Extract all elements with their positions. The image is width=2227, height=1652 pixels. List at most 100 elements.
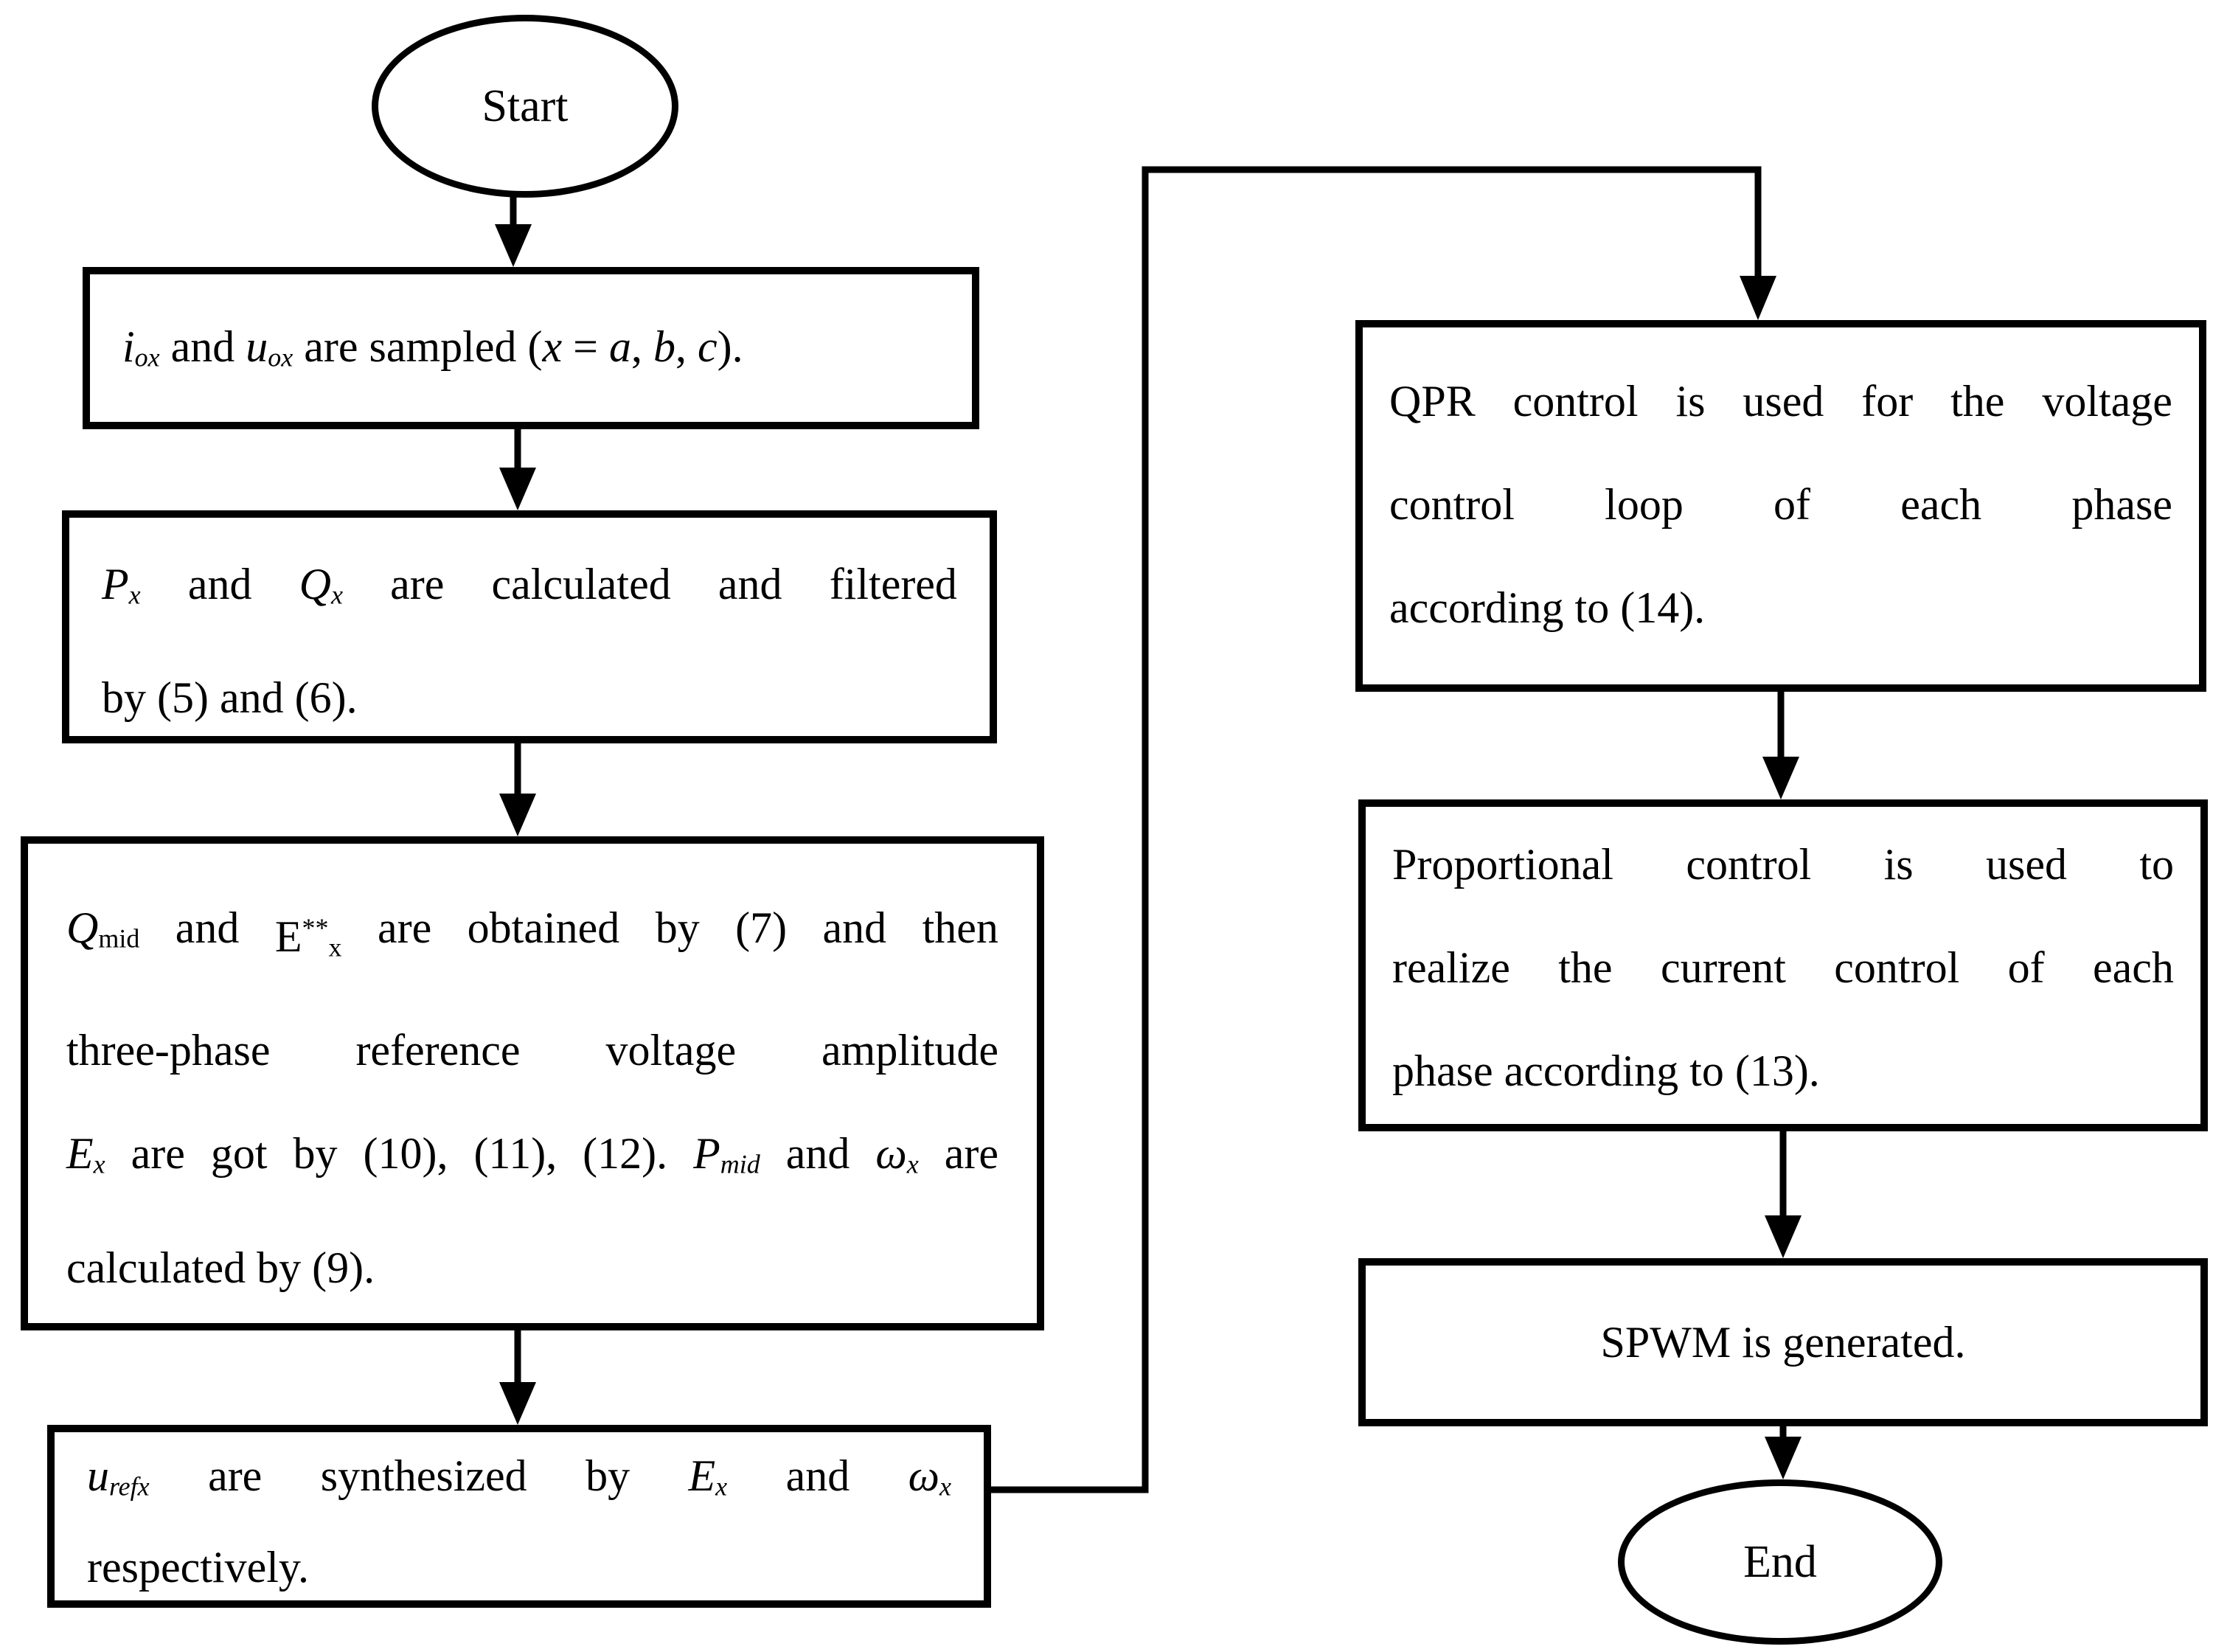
word: filtered xyxy=(829,560,957,608)
word: amplitude xyxy=(821,1026,998,1075)
word: (14). xyxy=(1620,583,1706,632)
word: by xyxy=(293,1129,338,1179)
word: loop xyxy=(1605,480,1684,529)
arrow-start-to-sampling xyxy=(495,195,532,267)
word: SPWM xyxy=(1600,1318,1731,1367)
word: by xyxy=(257,1243,302,1292)
word: b, xyxy=(653,322,687,371)
word: and xyxy=(175,903,240,952)
word: got xyxy=(210,1129,268,1179)
word: to xyxy=(1574,583,1610,632)
word: Proportional xyxy=(1392,840,1613,889)
word: and xyxy=(822,903,887,952)
word: Px xyxy=(102,560,141,610)
word: sampled xyxy=(369,322,517,371)
word: three-phase xyxy=(66,1026,271,1075)
word: then xyxy=(922,903,998,952)
arrow-qmid-to-uref xyxy=(499,1330,536,1425)
arrow-power-to-qmid xyxy=(499,743,536,836)
word: reference xyxy=(355,1026,521,1075)
word: ωx xyxy=(908,1451,951,1502)
word: and xyxy=(219,673,284,723)
word: E**x xyxy=(274,912,342,962)
word: phase xyxy=(2071,480,2172,529)
word: Ex xyxy=(688,1451,728,1502)
word: and xyxy=(718,560,782,608)
word: iox xyxy=(122,322,160,372)
word: QPR xyxy=(1389,377,1476,426)
word: by xyxy=(586,1451,630,1500)
word: Ex xyxy=(66,1129,105,1179)
word: by xyxy=(102,673,146,723)
word: are xyxy=(304,322,358,371)
word: used xyxy=(1743,377,1824,426)
word: of xyxy=(1773,480,1811,529)
word: to xyxy=(2139,840,2174,889)
word: (6). xyxy=(294,673,358,723)
word: the xyxy=(1558,943,1613,992)
word: are xyxy=(377,903,432,952)
word: is xyxy=(1675,377,1706,426)
word: control xyxy=(1834,943,1960,992)
word: each xyxy=(2093,943,2174,992)
word: control xyxy=(1389,480,1515,529)
word: (9). xyxy=(312,1243,375,1292)
word: are xyxy=(208,1451,263,1500)
word: (13). xyxy=(1734,1047,1820,1095)
word: a, xyxy=(608,322,642,371)
word: current xyxy=(1660,943,1786,992)
word: obtained xyxy=(467,903,620,952)
word: urefx xyxy=(87,1451,150,1502)
word: Qmid xyxy=(66,903,140,954)
word: uox xyxy=(246,322,293,372)
word: and xyxy=(785,1129,850,1179)
word: each xyxy=(1900,480,1982,529)
word: Pmid xyxy=(693,1129,760,1179)
word: the xyxy=(1950,377,2005,426)
arrow-spwm-to-end xyxy=(1765,1426,1802,1479)
word: according xyxy=(1389,583,1564,632)
word: voltage xyxy=(605,1026,737,1075)
word: respectively. xyxy=(87,1543,309,1592)
end-label: End xyxy=(1743,1536,1817,1587)
arrow-sampling-to-power xyxy=(499,429,536,510)
word: are xyxy=(944,1129,998,1179)
arrow-proportional-to-spwm xyxy=(1765,1131,1802,1258)
end-terminal: End xyxy=(1618,1479,1942,1645)
word: and xyxy=(170,322,235,371)
word: and xyxy=(187,560,252,608)
word: for xyxy=(1861,377,1914,426)
word: used xyxy=(1986,840,2067,889)
word: and xyxy=(785,1451,850,1500)
word: voltage xyxy=(2042,377,2172,426)
word: = xyxy=(573,322,598,371)
process-box-sampling: iox and uox are sampled (x = a, b, c). xyxy=(83,267,979,429)
word: are xyxy=(131,1129,185,1179)
word: by xyxy=(655,903,700,952)
word: c). xyxy=(697,322,743,371)
process-box-spwm: SPWM is generated. xyxy=(1358,1258,2208,1426)
word: (5) xyxy=(157,673,209,723)
word: (7) xyxy=(735,903,788,952)
word: (x xyxy=(527,322,563,371)
word: are xyxy=(390,560,445,608)
word: is xyxy=(1742,1318,1772,1367)
start-label: Start xyxy=(482,80,569,131)
arrow-qpr-to-proportional xyxy=(1762,692,1799,799)
word: ωx xyxy=(875,1129,919,1179)
word: (12). xyxy=(583,1129,668,1179)
word: phase xyxy=(1392,1047,1493,1095)
word: to xyxy=(1689,1047,1724,1095)
word: control xyxy=(1686,840,1812,889)
word: calculated xyxy=(66,1243,246,1292)
word: Qx xyxy=(299,560,343,610)
word: of xyxy=(2007,943,2045,992)
start-terminal: Start xyxy=(372,15,678,198)
word: (10), xyxy=(363,1129,448,1179)
